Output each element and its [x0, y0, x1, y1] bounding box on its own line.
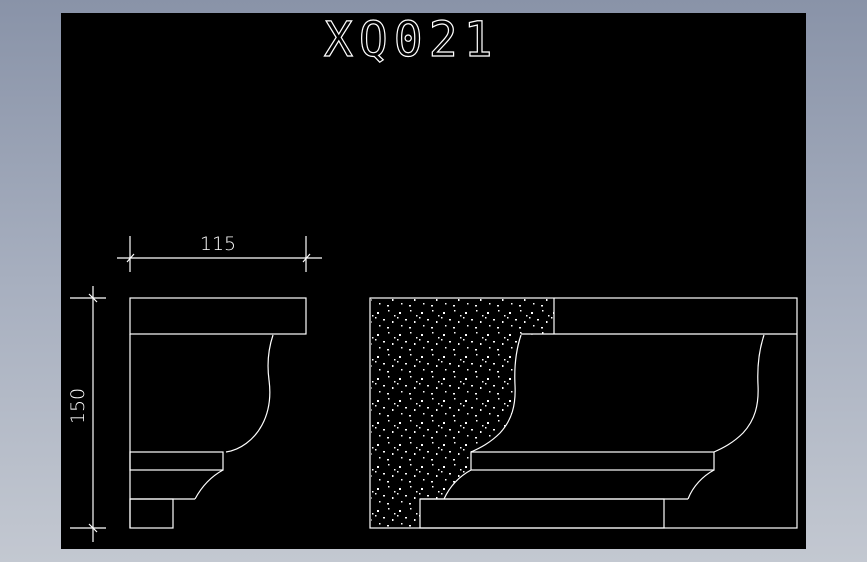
width-dimension-label: 115	[200, 233, 236, 255]
profile-view	[129, 297, 307, 529]
width-dimension: 115	[117, 233, 322, 272]
height-dimension: 150	[67, 286, 106, 542]
height-dimension-label: 150	[67, 388, 89, 424]
title-text: XQ021	[324, 12, 499, 68]
section-view	[369, 297, 798, 529]
hatch-pattern	[371, 299, 554, 527]
drawing-title: XQ021	[323, 11, 499, 68]
